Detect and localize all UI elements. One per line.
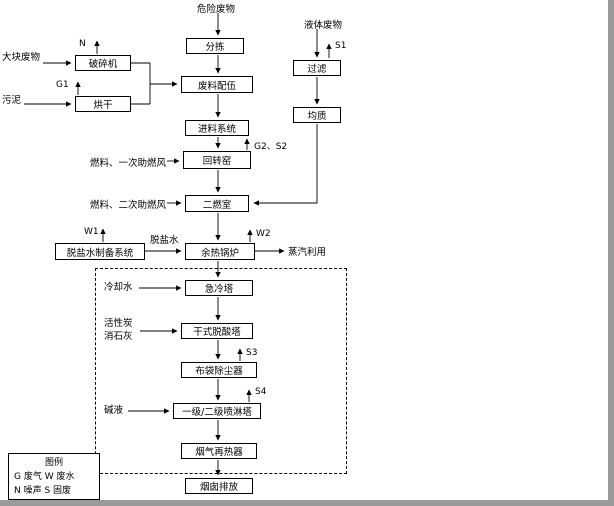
flue-gas-treatment-dashed-boundary — [95, 268, 347, 474]
utility-feed-arrows — [128, 158, 285, 414]
legend-box: 图例 G 废气 W 废水 N 噪声 S 固废 — [8, 453, 100, 500]
node-secondary-chamber: 二燃室 — [185, 195, 249, 212]
label-liquid-waste: 液体废物 — [304, 20, 343, 31]
emission-tag-s3: S3 — [246, 348, 258, 358]
emission-tag-s1: S1 — [335, 41, 347, 51]
node-spray-tower: 一级/二级喷淋塔 — [173, 403, 261, 419]
solid-waste-branch — [24, 60, 178, 107]
emission-tag-g1: G1 — [56, 80, 69, 90]
label-activated-carbon: 活性炭 — [104, 318, 133, 329]
label-demin-water: 脱盐水 — [150, 235, 179, 246]
emission-tag-g2-s2: G2、S2 — [254, 142, 288, 152]
node-demin-water-system: 脱盐水制备系统 — [55, 243, 145, 260]
label-fuel-primary-air: 燃料、一次助燃风 — [90, 158, 167, 169]
legend-row-noise-solid: N 噪声 S 固废 — [14, 486, 72, 496]
node-crusher: 破碎机 — [75, 55, 131, 71]
label-sludge: 污泥 — [2, 95, 22, 106]
node-quench-tower: 急冷塔 — [185, 280, 253, 296]
legend-title: 图例 — [44, 458, 63, 468]
node-bag-filter: 布袋除尘器 — [181, 362, 257, 378]
node-stack-emission: 烟囱排放 — [185, 478, 253, 494]
flowchart-page: 危险废物 液体废物 大块废物 污泥 分拣 废料配伍 进料系统 回转窑 二燃室 余… — [0, 0, 608, 500]
node-filter: 过滤 — [293, 60, 341, 76]
label-steam-use: 蒸汽利用 — [288, 247, 327, 258]
emission-tag-s4: S4 — [255, 387, 267, 397]
node-feeding-system: 进料系统 — [185, 120, 249, 136]
label-slaked-lime: 消石灰 — [104, 331, 133, 342]
label-bulky-waste: 大块废物 — [2, 52, 41, 63]
node-waste-blending: 废料配伍 — [181, 76, 253, 93]
label-hazardous-waste: 危险废物 — [197, 4, 236, 15]
node-waste-heat-boiler: 余热锅炉 — [185, 243, 255, 260]
liquid-waste-branch — [253, 29, 320, 206]
emission-up-arrow-icons — [75, 40, 332, 402]
label-fuel-secondary-air: 燃料、二次助燃风 — [90, 200, 167, 211]
label-alkali: 碱液 — [104, 405, 124, 416]
connector-lines — [24, 13, 332, 476]
legend-row-gas-water: G 废气 W 废水 — [14, 472, 75, 482]
node-dry-deacid-tower: 干式脱酸塔 — [181, 323, 253, 339]
emission-tag-noise: N — [79, 39, 86, 49]
label-sorbents: 活性炭 消石灰 — [104, 317, 133, 343]
emission-tag-w2: W2 — [256, 229, 271, 239]
node-flue-gas-reheater: 烟气再热器 — [181, 443, 257, 459]
emission-tag-w1: W1 — [84, 227, 99, 237]
node-rotary-kiln: 回转窑 — [183, 151, 251, 169]
node-dryer: 烘干 — [75, 96, 131, 112]
node-sorting: 分拣 — [186, 38, 244, 54]
label-cooling-water: 冷却水 — [104, 282, 133, 293]
node-homogenize: 均质 — [293, 107, 341, 123]
